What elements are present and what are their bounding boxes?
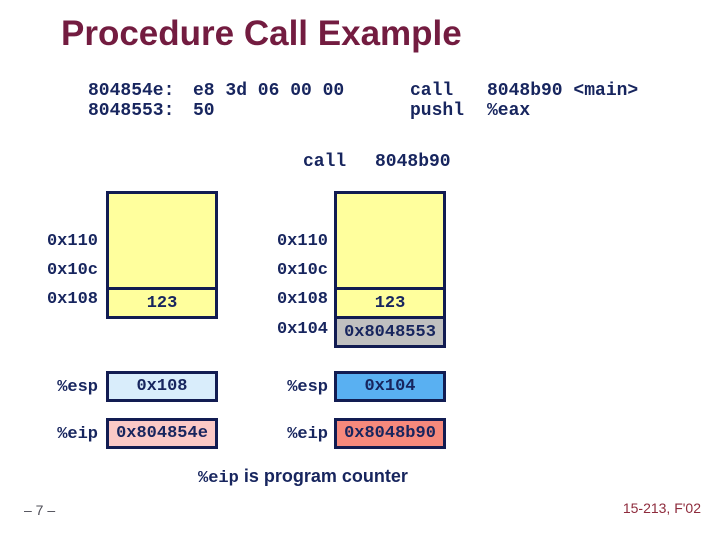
code-line: 804854e: e8 3d 06 00 00 call 8048b90 <main> (88, 81, 638, 101)
stack-cell-0x108: 123 (106, 287, 218, 319)
stack-cell-0x108: 123 (334, 287, 446, 319)
caption-register: %eip (198, 469, 239, 488)
address-label: 0x110 (46, 232, 98, 251)
address-label: 0x108 (276, 290, 328, 309)
eip-register-label: %eip (287, 425, 328, 444)
address-label: 0x10c (276, 261, 328, 280)
course-label: 15-213, F'02 (622, 500, 701, 516)
eip-register-label: %eip (57, 425, 98, 444)
address-label: 0x104 (276, 320, 328, 339)
code-operand: %eax (487, 101, 531, 121)
stack-frame-box (334, 191, 446, 290)
executed-mnemonic: call (303, 152, 347, 172)
eip-register-box-after: 0x8048b90 (334, 418, 446, 449)
address-label: 0x110 (276, 232, 328, 251)
code-bytes: 50 (193, 101, 215, 121)
slide-title: Procedure Call Example (61, 14, 462, 53)
code-mnemonic: pushl (410, 101, 465, 121)
caption: %eip is program counter (198, 466, 408, 488)
esp-register-label: %esp (287, 378, 328, 397)
caption-text: is program counter (243, 466, 408, 486)
stack-frame-box (106, 191, 218, 290)
eip-register-box-before: 0x804854e (106, 418, 218, 449)
code-address: 8048553: (88, 101, 175, 121)
executed-target: 8048b90 (375, 152, 451, 172)
code-line: 8048553: 50 pushl %eax (88, 101, 638, 121)
address-label: 0x108 (46, 290, 98, 309)
stack-cell-pushed-return-address: 0x8048553 (334, 316, 446, 348)
esp-register-box-before: 0x108 (106, 371, 218, 402)
stack-before: 123 (106, 191, 218, 319)
code-operand: 8048b90 <main> (487, 81, 639, 101)
page-number: – 7 – (24, 502, 56, 518)
address-label: 0x10c (46, 261, 98, 280)
code-listing: 804854e: e8 3d 06 00 00 call 8048b90 <main>… (88, 81, 638, 121)
code-bytes: e8 3d 06 00 00 (193, 81, 345, 101)
executed-instruction-label: call 8048b90 (303, 152, 451, 172)
esp-register-box-after: 0x104 (334, 371, 446, 402)
stack-after: 123 0x8048553 (334, 191, 446, 348)
code-mnemonic: call (410, 81, 454, 101)
esp-register-label: %esp (57, 378, 98, 397)
code-address: 804854e: (88, 81, 175, 101)
